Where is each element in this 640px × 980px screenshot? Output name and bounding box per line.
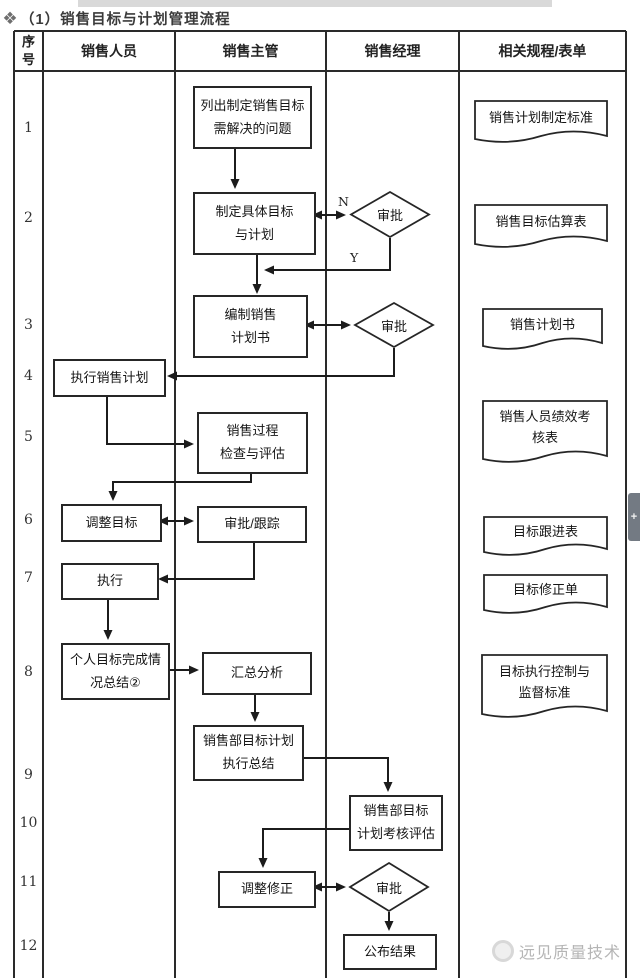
header-cell-no: 序 号 [21, 34, 35, 67]
flow-step-personal-summary: 个人目标完成情 况总结② [61, 643, 170, 700]
flow-doc-target-estimate: 销售目标估算表 [474, 204, 608, 250]
watermark-text: 远见质量技术 [519, 945, 622, 962]
flow-step-dept-summary: 销售部目标计划 执行总结 [193, 725, 304, 781]
flow-step-list-problems: 列出制定销售目标 需解决的问题 [193, 86, 312, 149]
flow-doc-plan-standard: 销售计划制定标准 [474, 100, 608, 145]
header-cell-sales-staff: 销售人员 [81, 42, 137, 59]
flow-step-set-targets: 制定具体目标 与计划 [193, 192, 316, 255]
row-number-5: 5 [24, 429, 33, 445]
header-cell-related-docs: 相关规程/表单 [498, 42, 587, 59]
flow-step-adjust-target: 调整目标 [61, 504, 162, 542]
branch-label-n: N [338, 194, 349, 209]
row-number-9: 9 [24, 767, 33, 783]
connector-p7-p8 [158, 539, 255, 584]
flow-doc-control-supervision: 目标执行控制与 监督标准 [481, 654, 608, 720]
watermark: 远见质量技术 [492, 939, 621, 963]
plus-icon: + [630, 511, 638, 523]
row-number-8: 8 [24, 664, 33, 680]
branch-label-y: Y [350, 250, 359, 265]
connector-p4-p5 [106, 393, 194, 449]
flow-step-publish-results: 公布结果 [343, 934, 437, 970]
flow-step-adjust-correct: 调整修正 [218, 871, 316, 908]
flow-step-execute-plan: 执行销售计划 [53, 359, 166, 397]
flow-doc-target-correction: 目标修正单 [483, 574, 608, 616]
row-number-4: 4 [24, 368, 33, 384]
flow-doc-performance-review: 销售人员绩效考 核表 [482, 400, 608, 465]
row-number-11: 11 [19, 874, 38, 890]
flow-step-execute: 执行 [61, 563, 159, 600]
flow-doc-target-follow-up: 目标跟进表 [483, 516, 608, 558]
flow-step-summary-analysis: 汇总分析 [202, 652, 312, 695]
page-title: （1）销售目标与计划管理流程 [20, 11, 231, 28]
flow-decision-approval-3: 审批 [348, 861, 430, 913]
row-number-12: 12 [19, 938, 38, 954]
row-number-10: 10 [19, 815, 38, 831]
top-gray-strip [78, 0, 552, 7]
title-row: ❖ （1）销售目标与计划管理流程 [0, 6, 420, 30]
flow-decision-approval-2: 审批 [353, 301, 435, 349]
connector-p11-p12 [300, 757, 393, 792]
floating-widget-tab[interactable]: + [628, 493, 640, 541]
connector-p12-p13 [258, 828, 349, 868]
header-cell-sales-manager: 销售经理 [364, 42, 421, 59]
row-number-1: 1 [24, 120, 33, 136]
flow-doc-sales-plan: 销售计划书 [482, 308, 603, 352]
flow-step-approve-track: 审批/跟踪 [197, 506, 307, 543]
connector-p5-p6 [108, 470, 252, 501]
flow-decision-approval-1: 审批 [349, 190, 431, 239]
watermark-logo-icon [492, 940, 514, 962]
row-number-7: 7 [24, 570, 33, 586]
row-number-6: 6 [24, 512, 33, 528]
flow-step-dept-assessment: 销售部目标 计划考核评估 [349, 795, 443, 851]
row-number-3: 3 [24, 317, 33, 333]
title-bullet-icon: ❖ [2, 8, 18, 28]
row-number-2: 2 [24, 210, 33, 226]
flow-step-compile-plan: 编制销售 计划书 [193, 295, 308, 358]
header-cell-sales-supervisor: 销售主管 [222, 42, 279, 59]
flow-step-process-check: 销售过程 检查与评估 [197, 412, 308, 474]
